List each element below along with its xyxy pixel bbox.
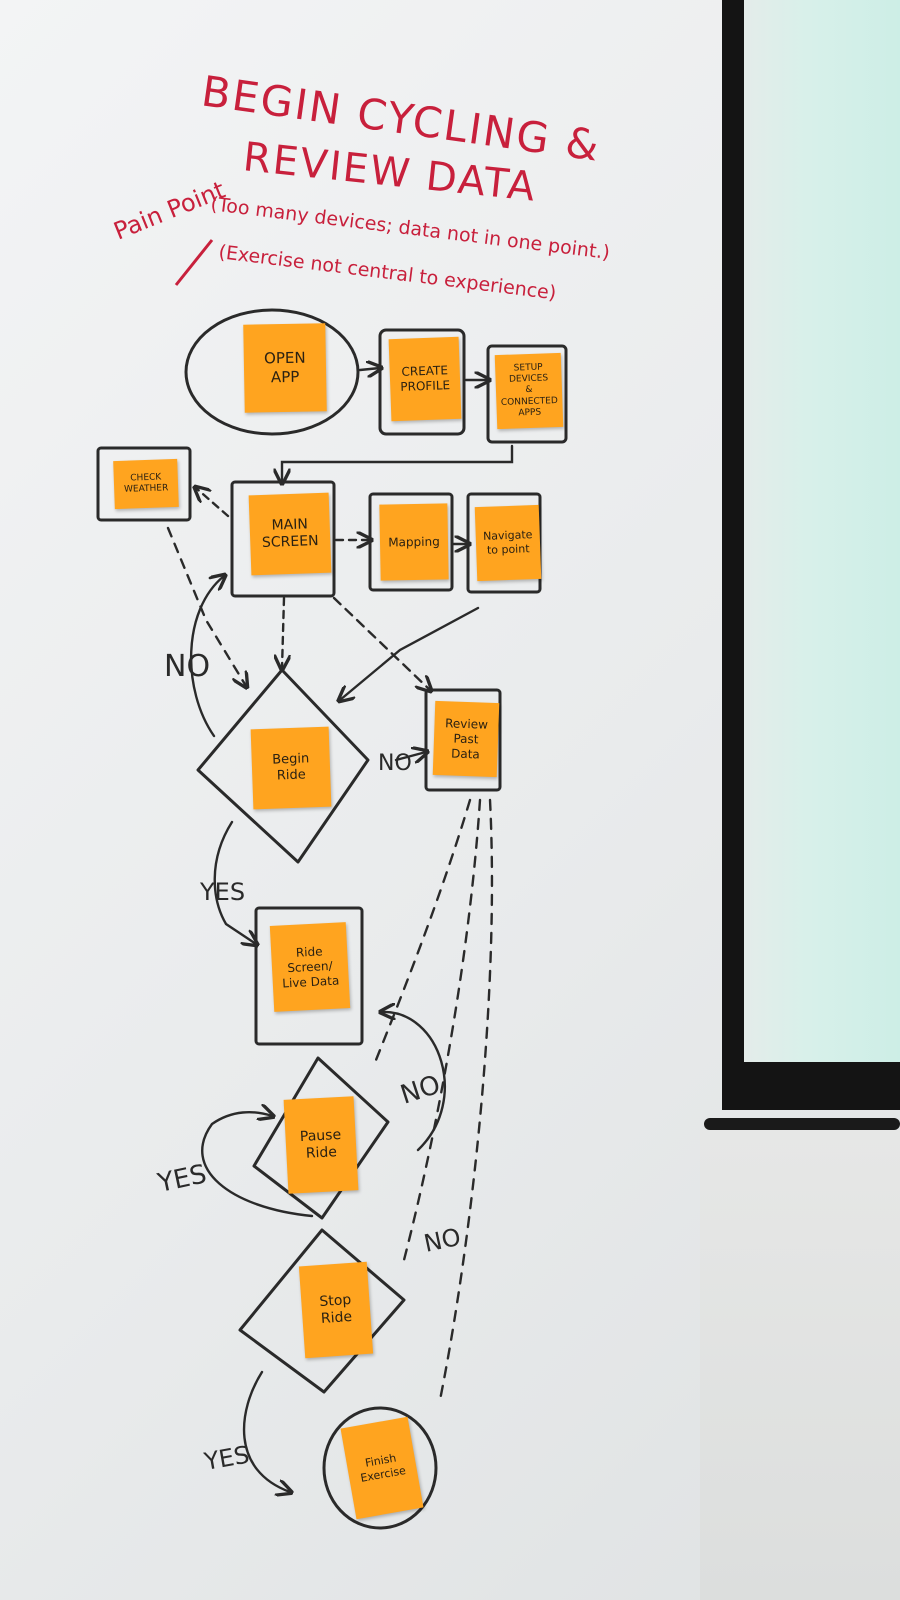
ride-screen-box	[254, 906, 364, 1046]
sticky-create-profile: CREATE PROFILE	[388, 336, 462, 422]
projector-screen-bar	[704, 1118, 900, 1130]
sticky-navigate: Navigate to point	[474, 504, 542, 582]
begin-to-ride-arrow	[213, 820, 256, 944]
stop-ride-diamond	[238, 1228, 406, 1394]
sticky-setup-devices: SETUP DEVICES & CONNECTED APPS	[494, 352, 564, 430]
sticky-pause-ride: Pause Ride	[283, 1096, 359, 1194]
review-dash-return-1	[374, 798, 472, 1062]
setup-to-main-arrow	[282, 444, 514, 482]
open-to-profile-arrow	[358, 368, 380, 370]
review-past-data-box	[424, 688, 502, 792]
main-to-weather-arrow	[196, 488, 230, 518]
sticky-mapping: Mapping	[379, 503, 449, 581]
setup-devices-box	[486, 344, 568, 444]
projector-screen	[744, 0, 900, 1062]
stop-yes-arrow	[242, 1370, 290, 1492]
sticky-review-past-data: Review Past Data	[432, 700, 500, 778]
begin-to-review-arrow	[394, 752, 426, 760]
label-no-pause: NO	[397, 1070, 444, 1111]
create-profile-box	[378, 328, 466, 436]
label-no-stop: NO	[421, 1223, 463, 1258]
weather-to-begin-arrow	[166, 526, 246, 686]
sticky-begin-ride: Begin Ride	[250, 726, 332, 810]
pause-ride-diamond	[252, 1056, 390, 1220]
review-dash-return-2	[402, 798, 482, 1262]
begin-no-loop-arrow	[190, 576, 224, 738]
label-yes-begin: YES	[199, 878, 245, 906]
open-app-ellipse	[184, 308, 360, 436]
review-dash-return-3	[438, 798, 494, 1402]
pause-yes-loop-arrow	[201, 1112, 314, 1218]
sticky-check-weather: CHECK WEATHER	[113, 458, 179, 510]
begin-ride-diamond	[196, 668, 370, 864]
sticky-open-app: OPEN APP	[243, 323, 327, 413]
pain-point-slash	[174, 239, 214, 286]
label-no-main: NO	[164, 649, 210, 684]
check-weather-box	[96, 446, 192, 522]
wall	[700, 1130, 900, 1600]
label-yes-pause: YES	[154, 1159, 209, 1199]
main-to-review-arrow	[332, 596, 430, 690]
label-no-review: NO	[378, 751, 412, 776]
sticky-main-screen: MAIN SCREEN	[248, 492, 332, 576]
navigate-to-begin-arrow	[340, 606, 480, 700]
main-to-begin-arrow	[282, 596, 284, 668]
sticky-stop-ride: Stop Ride	[298, 1261, 374, 1359]
finish-exercise-ellipse	[322, 1406, 438, 1530]
label-yes-stop: YES	[201, 1441, 251, 1477]
sticky-ride-screen: Ride Screen/ Live Data	[269, 922, 351, 1012]
